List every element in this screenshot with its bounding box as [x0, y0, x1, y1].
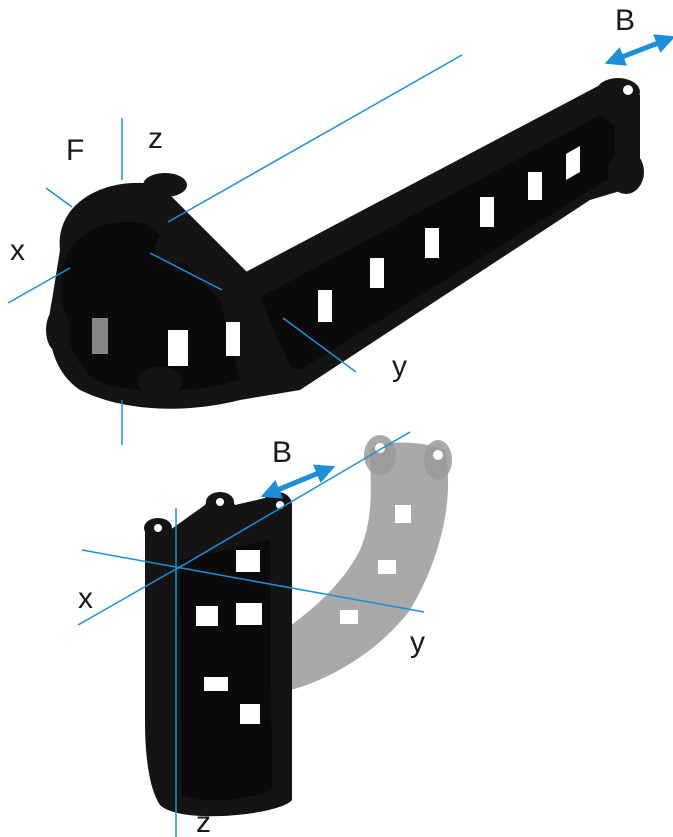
- bottom-label-B: B: [272, 436, 292, 469]
- top-label-z: z: [148, 122, 163, 155]
- top-f-axis: [45, 187, 73, 208]
- bottom-chain-vertical: [144, 491, 292, 817]
- bottom-horizontal-axis: [81, 549, 425, 613]
- top-label-B: B: [615, 4, 635, 37]
- top-y-axis: [282, 317, 357, 373]
- bottom-long-axis: [174, 431, 411, 571]
- bottom-axes: [77, 431, 425, 837]
- bottom-label-x: x: [78, 582, 93, 615]
- bottom-double-arrow-icon: [260, 464, 336, 499]
- bottom-x-axis: [77, 564, 184, 626]
- top-label-F: F: [66, 134, 84, 167]
- bottom-label-y: y: [410, 626, 425, 659]
- top-chain-bend: [46, 173, 300, 409]
- top-chain-assembly: [46, 78, 644, 409]
- bottom-label-z: z: [196, 806, 211, 837]
- top-diagonal-axis: [149, 252, 223, 291]
- top-chain-straight-run: [240, 78, 644, 390]
- top-long-axis: [167, 54, 463, 223]
- top-label-x: x: [10, 234, 25, 267]
- top-double-arrow-icon: [604, 34, 673, 66]
- top-label-y: y: [392, 350, 407, 383]
- top-x-axis: [7, 267, 71, 304]
- top-axes: [7, 54, 463, 445]
